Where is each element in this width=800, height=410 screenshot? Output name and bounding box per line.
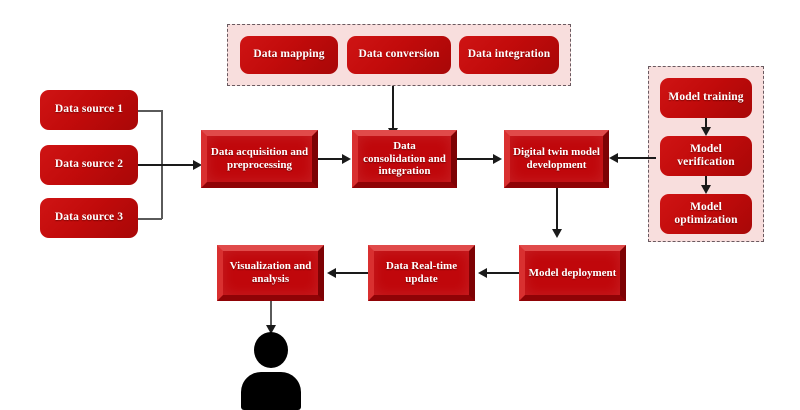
data-consolidation-label: Data consolidation and integration bbox=[363, 139, 446, 178]
person-icon bbox=[241, 332, 301, 410]
data-acquisition-box[interactable]: Data acquisition and preprocessing bbox=[201, 130, 318, 188]
connector-source1-stub bbox=[138, 110, 162, 112]
data-source-1-box[interactable]: Data source 1 bbox=[40, 90, 138, 130]
connector-training-to-verification bbox=[705, 118, 707, 129]
arrowhead-digitaltwin bbox=[493, 154, 502, 164]
visualization-analysis-box[interactable]: Visualization and analysis bbox=[217, 245, 324, 301]
data-consolidation-box[interactable]: Data consolidation and integration bbox=[352, 130, 457, 188]
data-integration-box[interactable]: Data integration bbox=[459, 36, 559, 74]
data-conversion-label: Data conversion bbox=[358, 48, 440, 61]
connector-source2-to-acquisition bbox=[138, 164, 196, 166]
digital-twin-label: Digital twin model development bbox=[513, 146, 600, 171]
data-source-1-label: Data source 1 bbox=[54, 103, 124, 116]
connector-modelgroup-to-digitaltwin bbox=[617, 157, 656, 159]
connector-acquisition-to-consolidation bbox=[318, 158, 344, 160]
person-head bbox=[254, 332, 288, 368]
arrowhead-to-deployment bbox=[552, 229, 562, 238]
data-source-2-label: Data source 2 bbox=[54, 158, 124, 171]
connector-deployment-to-realtime bbox=[486, 272, 519, 274]
model-deployment-label: Model deployment bbox=[528, 266, 617, 279]
data-realtime-update-label: Data Real-time update bbox=[385, 260, 458, 285]
connector-digitaltwin-to-deployment bbox=[556, 188, 558, 232]
connector-topgroup-to-consolidation bbox=[392, 86, 394, 131]
data-source-2-box[interactable]: Data source 2 bbox=[40, 145, 138, 185]
model-verification-box[interactable]: Model verification bbox=[660, 136, 752, 176]
data-integration-label: Data integration bbox=[467, 48, 551, 61]
connector-source3-stub bbox=[138, 218, 162, 220]
model-verification-label: Model verification bbox=[677, 142, 735, 168]
connector-realtime-to-visualization bbox=[335, 272, 368, 274]
arrowhead-to-optimization bbox=[701, 185, 711, 194]
connector-verification-to-optimization bbox=[705, 176, 707, 186]
connector-visualization-to-user bbox=[270, 301, 272, 328]
data-acquisition-label: Data acquisition and preprocessing bbox=[210, 146, 309, 171]
data-mapping-label: Data mapping bbox=[253, 48, 325, 61]
arrowhead-to-digitaltwin bbox=[609, 153, 618, 163]
data-mapping-box[interactable]: Data mapping bbox=[240, 36, 338, 74]
model-optimization-box[interactable]: Model optimization bbox=[660, 194, 752, 234]
model-training-box[interactable]: Model training bbox=[660, 78, 752, 118]
visualization-analysis-label: Visualization and analysis bbox=[229, 260, 312, 285]
model-optimization-label: Model optimization bbox=[674, 200, 738, 226]
arrowhead-to-acquisition bbox=[193, 160, 202, 170]
data-source-3-box[interactable]: Data source 3 bbox=[40, 198, 138, 238]
arrowhead-realtime bbox=[478, 268, 487, 278]
arrowhead-visualization bbox=[327, 268, 336, 278]
arrowhead-to-user bbox=[266, 325, 276, 334]
data-realtime-update-box[interactable]: Data Real-time update bbox=[368, 245, 475, 301]
data-conversion-box[interactable]: Data conversion bbox=[347, 36, 451, 74]
model-deployment-box[interactable]: Model deployment bbox=[519, 245, 626, 301]
data-source-3-label: Data source 3 bbox=[54, 211, 124, 224]
person-body bbox=[241, 372, 301, 410]
arrowhead-consolidation bbox=[342, 154, 351, 164]
connector-consolidation-to-digitaltwin bbox=[457, 158, 495, 160]
digital-twin-box[interactable]: Digital twin model development bbox=[504, 130, 609, 188]
arrowhead-to-verification bbox=[701, 127, 711, 136]
model-training-label: Model training bbox=[668, 91, 744, 104]
